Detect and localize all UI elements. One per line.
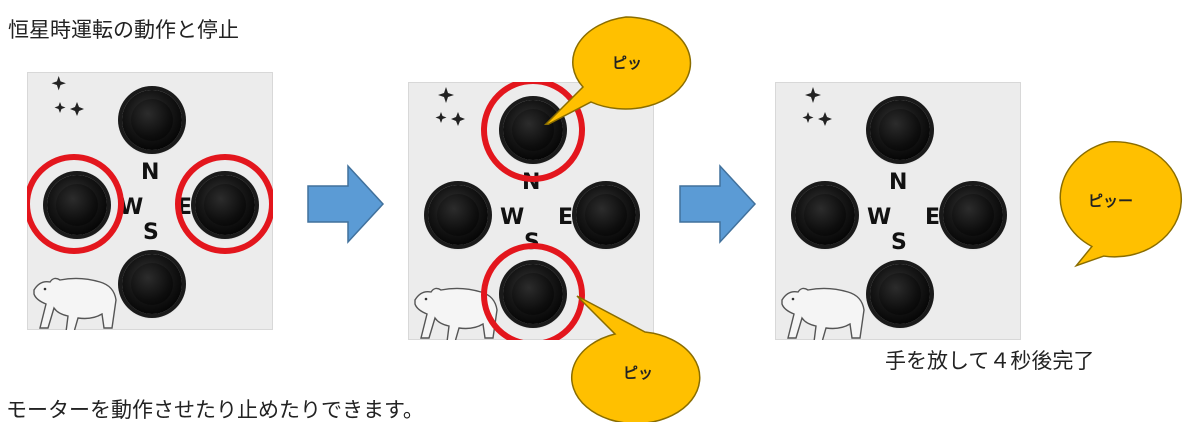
right-arrow-icon — [307, 164, 385, 244]
east-label: E — [925, 205, 941, 230]
speech-bubble-icon — [1059, 140, 1183, 268]
polar-bear-icon — [781, 287, 865, 340]
bubble-top-label: ピッ — [612, 54, 643, 72]
west-label: W — [867, 205, 892, 230]
controller-panel-1: N W E S — [27, 72, 273, 330]
footer-text: モーターを動作させたり止めたりできます。 — [6, 398, 424, 422]
west-button[interactable] — [428, 185, 488, 245]
south-highlight-ring — [481, 243, 585, 340]
completion-caption: 手を放して４秒後完了 — [885, 349, 1095, 373]
east-button[interactable] — [576, 185, 636, 245]
west-button[interactable] — [795, 185, 855, 245]
west-label: W — [500, 205, 525, 230]
stars-icon — [51, 76, 84, 116]
speech-bubble-icon — [543, 16, 692, 125]
speech-bubble-icon — [570, 295, 701, 422]
diagram-title: 恒星時運転の動作と停止 — [8, 18, 239, 42]
polar-bear-icon — [33, 277, 117, 330]
north-button[interactable] — [122, 90, 182, 150]
north-label: N — [889, 170, 908, 195]
controller-panel-2: N W E S — [408, 82, 654, 340]
south-label: S — [143, 220, 159, 245]
right-arrow-icon — [679, 164, 757, 244]
east-label: E — [558, 205, 574, 230]
east-highlight-ring — [175, 154, 273, 254]
south-label: S — [891, 230, 907, 255]
east-button[interactable] — [943, 185, 1003, 245]
west-highlight-ring — [27, 154, 124, 254]
north-highlight-ring — [481, 82, 585, 182]
stars-icon — [435, 87, 465, 126]
north-label: N — [141, 160, 160, 185]
south-button[interactable] — [122, 254, 182, 314]
bubble-bottom-label: ピッ — [623, 364, 654, 382]
bubble-right-label: ピッー — [1088, 192, 1134, 210]
south-button[interactable] — [870, 264, 930, 324]
north-button[interactable] — [870, 100, 930, 160]
controller-panel-3: N W E S — [775, 82, 1021, 340]
stars-icon — [802, 87, 832, 126]
